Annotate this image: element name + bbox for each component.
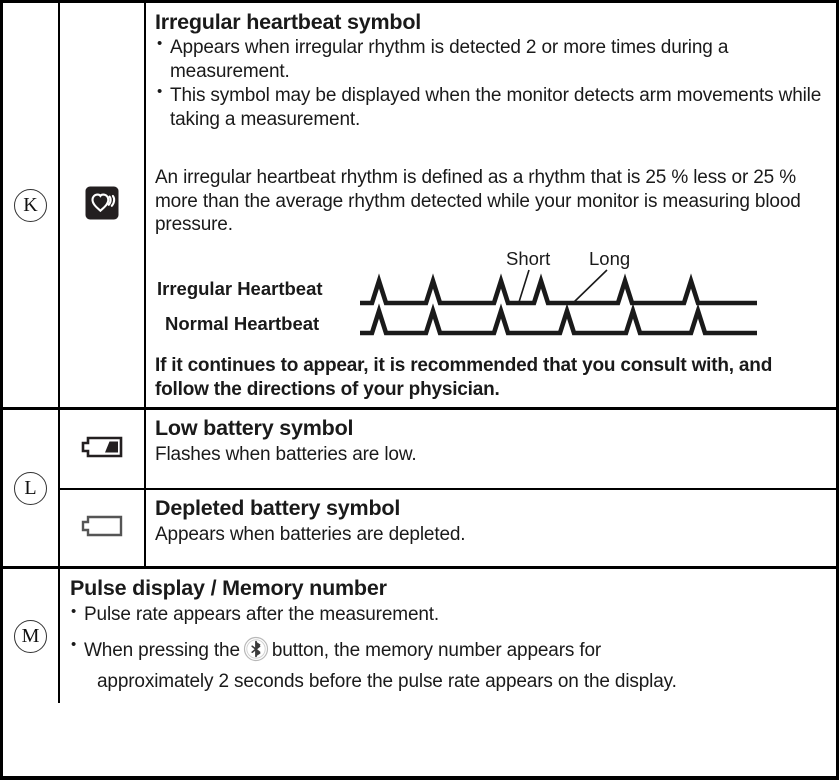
series-label-normal: Normal Heartbeat	[165, 313, 319, 334]
description-low-battery: Flashes when batteries are low.	[155, 443, 417, 465]
table-row-depleted-battery: Depleted battery symbol Appears when bat…	[60, 488, 836, 567]
table-row-low-battery: Low battery symbol Flashes when batterie…	[60, 410, 836, 489]
table-row-l: L Low battery symbol Flashes when batter…	[3, 407, 836, 567]
circled-letter-m: M	[14, 619, 47, 653]
list-item: Appears when irregular rhythm is detecte…	[155, 35, 828, 84]
section-title-low-battery: Low battery symbol	[155, 416, 354, 441]
list-item-text: Pulse rate appears after the measurement…	[84, 603, 440, 625]
section-title-depleted-battery: Depleted battery symbol	[155, 496, 401, 521]
list-item: When pressing the button, the memory num…	[70, 635, 828, 670]
callout-label-long: Long	[589, 248, 630, 269]
list-item-text: approximately 2 seconds before the pulse…	[97, 671, 677, 693]
list-item-text-before: When pressing the	[84, 640, 240, 662]
low-battery-icon	[80, 435, 124, 464]
irregular-heartbeat-icon	[85, 186, 119, 225]
irregular-heartbeat-definition: An irregular heartbeat rhythm is defined…	[155, 166, 801, 236]
circled-letter-k: K	[14, 188, 47, 222]
heartbeat-comparison-diagram: Short Long Irregular Heartbeat Normal He…	[157, 247, 830, 339]
table-row-k: K Irregular heartbeat symbol Appears whe…	[3, 3, 836, 408]
list-item-continuation: approximately 2 seconds before the pulse…	[70, 670, 828, 695]
spacer	[70, 627, 828, 636]
row-key-cell-k: K	[3, 3, 60, 408]
memory-button-icon	[243, 636, 269, 670]
bullet-list-k: Appears when irregular rhythm is detecte…	[155, 35, 828, 132]
list-item: This symbol may be displayed when the mo…	[155, 83, 828, 132]
table-row-m: M Pulse display / Memory number Pulse ra…	[3, 566, 836, 703]
row-body-cell-k: Irregular heartbeat symbol Appears when …	[146, 3, 836, 407]
row-l-subrows: Low battery symbol Flashes when batterie…	[60, 410, 836, 567]
body-cell-low-battery: Low battery symbol Flashes when batterie…	[146, 410, 836, 488]
circled-letter-l: L	[14, 471, 47, 505]
list-item: Pulse rate appears after the measurement…	[70, 602, 828, 628]
leader-line-long	[572, 269, 608, 304]
description-depleted-battery: Appears when batteries are depleted.	[155, 523, 466, 545]
waveform-normal	[360, 303, 757, 335]
depleted-battery-icon	[80, 514, 124, 543]
row-key-cell-m: M	[3, 569, 60, 703]
waveform-irregular	[360, 273, 757, 305]
symbol-cell-depleted-battery	[60, 490, 146, 567]
leader-line-short	[518, 269, 530, 302]
physician-note-k: If it continues to appear, it is recomme…	[155, 354, 773, 400]
row-key-cell-l: L	[3, 410, 60, 567]
list-item-text-after: button, the memory number appears for	[271, 640, 602, 662]
spacer	[155, 339, 828, 354]
row-symbol-cell-k	[60, 3, 146, 408]
row-body-cell-m: Pulse display / Memory number Pulse rate…	[60, 569, 836, 702]
body-cell-depleted-battery: Depleted battery symbol Appears when bat…	[146, 490, 836, 566]
spacer	[155, 237, 828, 247]
series-label-irregular: Irregular Heartbeat	[157, 278, 323, 299]
symbol-cell-low-battery	[60, 410, 146, 489]
section-title-k: Irregular heartbeat symbol	[155, 10, 422, 34]
section-title-m: Pulse display / Memory number	[70, 576, 387, 601]
spacer	[155, 132, 828, 166]
callout-label-short: Short	[506, 248, 550, 269]
